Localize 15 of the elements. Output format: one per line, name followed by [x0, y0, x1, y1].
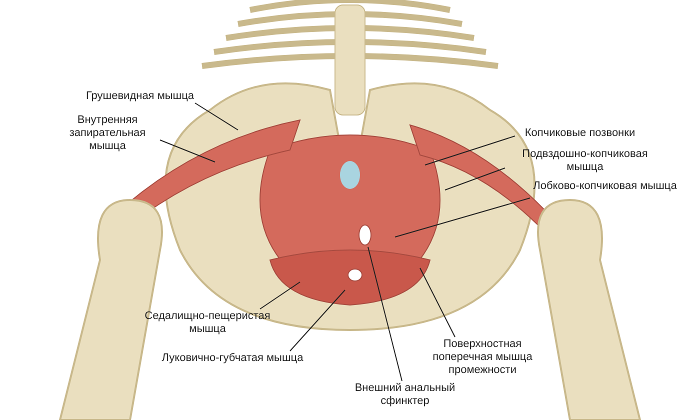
leader-line	[424, 136, 516, 166]
muscle-label: Грушевидная мышца	[75, 90, 205, 103]
leader-line	[368, 246, 402, 382]
muscle-label: Внешний анальный сфинктер	[340, 382, 470, 408]
muscle-label: Внутренняя запирательная мышца	[55, 114, 160, 153]
muscle-label: Седалищно-пещеристая мышца	[130, 310, 285, 336]
muscle-label: Копчиковые позвонки	[515, 127, 645, 140]
leader-line	[194, 102, 238, 130]
muscle-label: Лобково-копчиковая мышца	[530, 180, 680, 193]
muscle-label: Луковично-губчатая мышца	[160, 352, 305, 365]
muscle-label: Подвздошно-копчиковая мышца	[505, 148, 665, 174]
leader-line	[420, 268, 456, 338]
muscle-label: Поверхностная поперечная мышца промежности	[425, 338, 540, 377]
leader-line	[260, 282, 300, 310]
leader-line	[290, 290, 346, 352]
